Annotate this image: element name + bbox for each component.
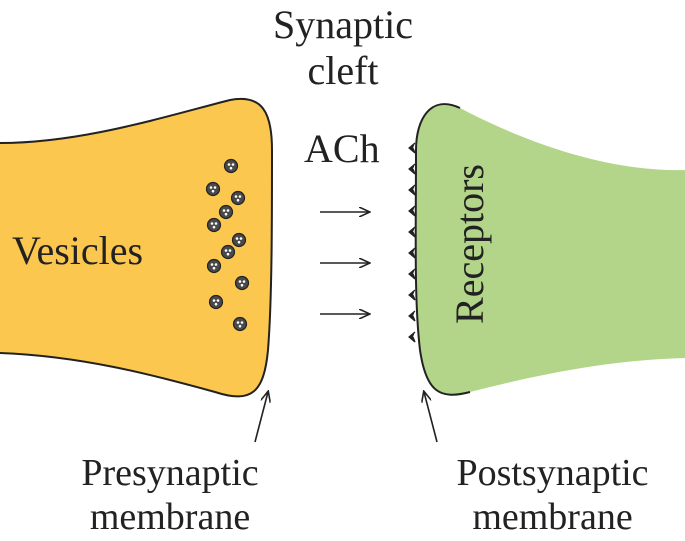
- receptors-label: Receptors: [447, 164, 492, 324]
- vesicles-label: Vesicles: [12, 228, 144, 273]
- postsynaptic-pointer-arrow: [424, 392, 438, 443]
- synaptic-cleft-line-1: Synaptic: [273, 2, 413, 47]
- receptor-mark: [408, 247, 416, 259]
- postsynaptic-line-1: Postsynaptic: [456, 452, 649, 494]
- receptor-mark: [408, 226, 416, 238]
- receptor-row: [408, 142, 416, 343]
- synaptic-cleft-line-2: cleft: [307, 48, 379, 93]
- receptor-mark: [408, 184, 416, 196]
- receptor-mark: [408, 289, 416, 301]
- presynaptic-line-1: Presynaptic: [81, 452, 259, 494]
- vesicle: [208, 294, 224, 310]
- vesicle: [234, 275, 250, 291]
- postsynaptic-terminal: [415, 104, 685, 395]
- vesicle: [206, 258, 222, 274]
- ach-label: ACh: [304, 126, 380, 171]
- postsynaptic-membrane-line: [414, 103, 471, 396]
- presynaptic-membrane-line: [0, 97, 274, 398]
- vesicle: [220, 244, 236, 260]
- vesicle: [205, 181, 221, 197]
- receptor-mark: [408, 142, 416, 154]
- synaptic-cleft-label: Synaptic cleft: [243, 2, 443, 94]
- vesicle-cluster: [205, 158, 250, 332]
- receptor-mark: [408, 205, 416, 217]
- receptor-mark: [408, 268, 416, 280]
- vesicle: [230, 190, 246, 206]
- presynaptic-line-2: membrane: [89, 495, 251, 538]
- vesicle: [218, 204, 234, 220]
- presynaptic-pointer-arrow: [254, 392, 268, 443]
- receptor-mark: [408, 163, 416, 175]
- ach-arrows: [320, 212, 369, 314]
- vesicle: [232, 316, 248, 332]
- receptor-mark: [408, 310, 416, 322]
- presynaptic-membrane-label: Presynaptic membrane: [50, 452, 290, 539]
- postsynaptic-line-2: membrane: [472, 495, 633, 538]
- vesicle: [223, 158, 239, 174]
- vesicle: [231, 232, 247, 248]
- vesicle: [206, 217, 222, 233]
- postsynaptic-membrane-label: Postsynaptic membrane: [425, 452, 680, 539]
- receptor-mark: [408, 331, 416, 343]
- presynaptic-terminal: [0, 98, 272, 397]
